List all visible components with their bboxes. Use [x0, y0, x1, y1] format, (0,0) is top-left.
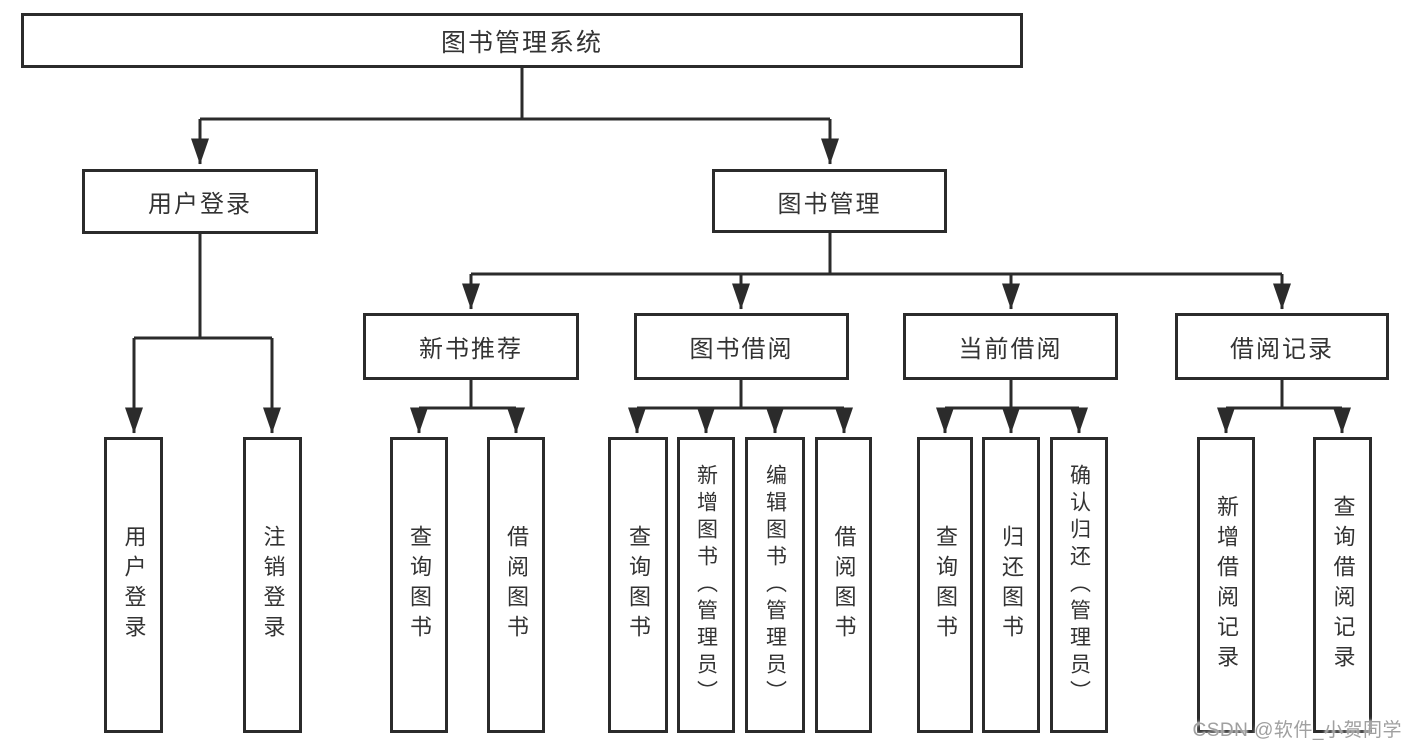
node-new-book-recommend-label: 新书推荐: [419, 336, 523, 363]
leaf-return-books: 归还图书: [982, 437, 1040, 733]
leaf-query-books: 查询图书: [608, 437, 668, 733]
leaf-query-borrow-record: 查询借阅记录: [1313, 437, 1372, 733]
leaf-confirm-return-admin-label: 确认归还（管理员）: [1067, 463, 1091, 707]
node-book-management-label: 图书管理: [777, 190, 882, 218]
leaf-logout: 注销登录: [243, 437, 302, 733]
leaf-add-borrow-record-label: 新增借阅记录: [1214, 495, 1239, 675]
node-borrowing-records-label: 借阅记录: [1230, 336, 1334, 363]
node-current-borrowing: 当前借阅: [903, 313, 1118, 380]
leaf-query-books: 查询图书: [917, 437, 973, 733]
node-library-system-label: 图书管理系统: [440, 28, 603, 57]
leaf-logout-label: 注销登录: [260, 525, 286, 645]
leaf-borrow-books: 借阅图书: [815, 437, 872, 733]
leaf-query-books: 查询图书: [390, 437, 448, 733]
leaf-user-login: 用户登录: [104, 437, 163, 733]
node-user-login: 用户登录: [82, 169, 318, 234]
node-book-borrowing-label: 图书借阅: [689, 336, 794, 363]
leaf-query-books-label: 查询图书: [933, 525, 958, 645]
csdn-watermark: CSDN @软件_小贺同学: [1192, 720, 1402, 741]
leaf-confirm-return-admin: 确认归还（管理员）: [1050, 437, 1108, 733]
leaf-borrow-books-label: 借阅图书: [504, 525, 529, 645]
leaf-add-book-admin: 新增图书（管理员）: [677, 437, 735, 733]
node-book-borrowing: 图书借阅: [634, 313, 849, 380]
leaf-borrow-books-label: 借阅图书: [831, 525, 857, 645]
node-book-management: 图书管理: [712, 169, 947, 233]
leaf-query-borrow-record-label: 查询借阅记录: [1330, 495, 1356, 675]
node-library-system: 图书管理系统: [21, 13, 1023, 68]
leaf-edit-book-admin: 编辑图书（管理员）: [745, 437, 805, 733]
node-user-login-label: 用户登录: [148, 191, 252, 218]
leaf-query-books-label: 查询图书: [626, 525, 651, 645]
leaf-add-borrow-record: 新增借阅记录: [1197, 437, 1255, 733]
leaf-user-login-label: 用户登录: [121, 525, 147, 645]
node-borrowing-records: 借阅记录: [1175, 313, 1389, 380]
leaf-edit-book-admin-label: 编辑图书（管理员）: [763, 463, 787, 707]
node-new-book-recommend: 新书推荐: [363, 313, 579, 380]
leaf-add-book-admin-label: 新增图书（管理员）: [694, 463, 718, 707]
leaf-borrow-books: 借阅图书: [487, 437, 545, 733]
leaf-query-books-label: 查询图书: [407, 525, 432, 645]
node-current-borrowing-label: 当前借阅: [958, 336, 1063, 363]
leaf-return-books-label: 归还图书: [999, 525, 1024, 645]
